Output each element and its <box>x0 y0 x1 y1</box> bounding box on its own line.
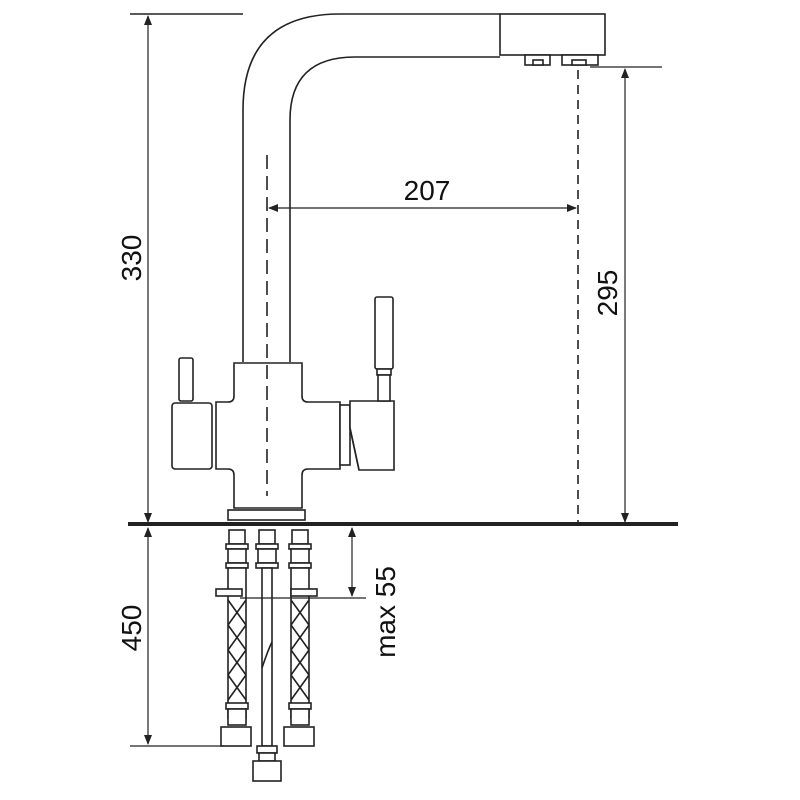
label-295: 295 <box>592 270 623 317</box>
right-lever <box>374 296 394 370</box>
left-handle <box>171 402 213 470</box>
supply-hoses <box>215 529 318 782</box>
hose-left <box>215 529 252 747</box>
hose-right <box>283 529 318 747</box>
label-max-55: max 55 <box>370 566 401 658</box>
right-connector <box>339 404 351 466</box>
label-207: 207 <box>404 175 451 206</box>
spout <box>130 13 606 362</box>
label-450: 450 <box>116 605 147 652</box>
hose-middle <box>252 529 282 782</box>
base-plate <box>227 509 306 521</box>
left-lever <box>178 357 194 402</box>
faucet-body <box>171 296 395 521</box>
label-330: 330 <box>116 235 147 282</box>
